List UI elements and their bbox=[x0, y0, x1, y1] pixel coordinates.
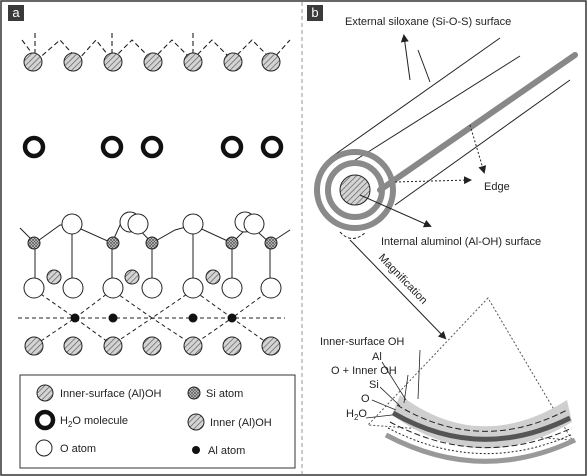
magnification-source-sector bbox=[339, 231, 367, 239]
legend-inner-surface-oh-icon bbox=[36, 384, 54, 402]
si-atom-row bbox=[27, 236, 278, 250]
internal-surface-arrow bbox=[359, 194, 432, 228]
water-molecule-row bbox=[22, 135, 284, 159]
al-atom-row bbox=[70, 313, 237, 323]
magnification-label: Magnification bbox=[376, 252, 430, 307]
external-surface-label: External siloxane (Si-O-S) surface bbox=[345, 16, 511, 28]
legend-al-atom-label: Al atom bbox=[208, 445, 245, 457]
bottom-inner-surface-oh-row bbox=[24, 336, 281, 356]
legend-h2o-label: H2O molecule bbox=[60, 415, 128, 429]
internal-surface-label: Internal aluminol (Al-OH) surface bbox=[381, 236, 541, 248]
edge-label: Edge bbox=[484, 181, 510, 193]
legend-o-atom-icon bbox=[35, 439, 53, 457]
wedge-label-si: Si bbox=[369, 379, 379, 391]
legend-inner-surface-oh-label: Inner-surface (Al)OH bbox=[60, 388, 162, 400]
legend-h2o-icon bbox=[34, 409, 56, 431]
tube-cross-section bbox=[314, 149, 396, 231]
panel-b-nanotube: External siloxane (Si-O-S) surface Edge … bbox=[314, 16, 578, 464]
wedge-label-inner-surface-oh: Inner-surface OH bbox=[320, 336, 404, 348]
magnified-wedge bbox=[366, 297, 577, 464]
top-bond-zigzag bbox=[21, 33, 291, 61]
panel-a-structure bbox=[18, 33, 291, 356]
legend-box bbox=[19, 374, 296, 469]
inner-oh-row bbox=[46, 269, 221, 285]
wedge-label-pointers bbox=[365, 349, 421, 419]
panel-b-tag: b bbox=[307, 5, 323, 21]
legend: Inner-surface (Al)OH Si atom H2O molecul… bbox=[19, 374, 296, 469]
legend-al-atom-icon bbox=[192, 446, 200, 454]
legend-si-atom-label: Si atom bbox=[206, 388, 243, 400]
edge-arrows bbox=[394, 124, 487, 185]
top-inner-surface-oh-row bbox=[23, 52, 281, 72]
wedge-label-o: O bbox=[361, 393, 370, 405]
o-atom-row-lower bbox=[23, 277, 282, 299]
wedge-label-h2o: H2O bbox=[346, 408, 367, 422]
external-surface-arrow bbox=[400, 34, 411, 81]
legend-inner-oh-label: Inner (Al)OH bbox=[210, 417, 272, 429]
panel-a-tag: a bbox=[8, 5, 24, 21]
legend-inner-oh-icon bbox=[187, 413, 205, 431]
wedge-label-al: Al bbox=[372, 351, 382, 363]
tube-outer-sheet bbox=[377, 52, 578, 193]
wedge-label-o-inner-oh: O + Inner OH bbox=[331, 365, 397, 377]
o-atom-row-upper bbox=[61, 211, 265, 235]
legend-si-atom-icon bbox=[187, 386, 201, 400]
legend-o-atom-label: O atom bbox=[60, 443, 96, 455]
